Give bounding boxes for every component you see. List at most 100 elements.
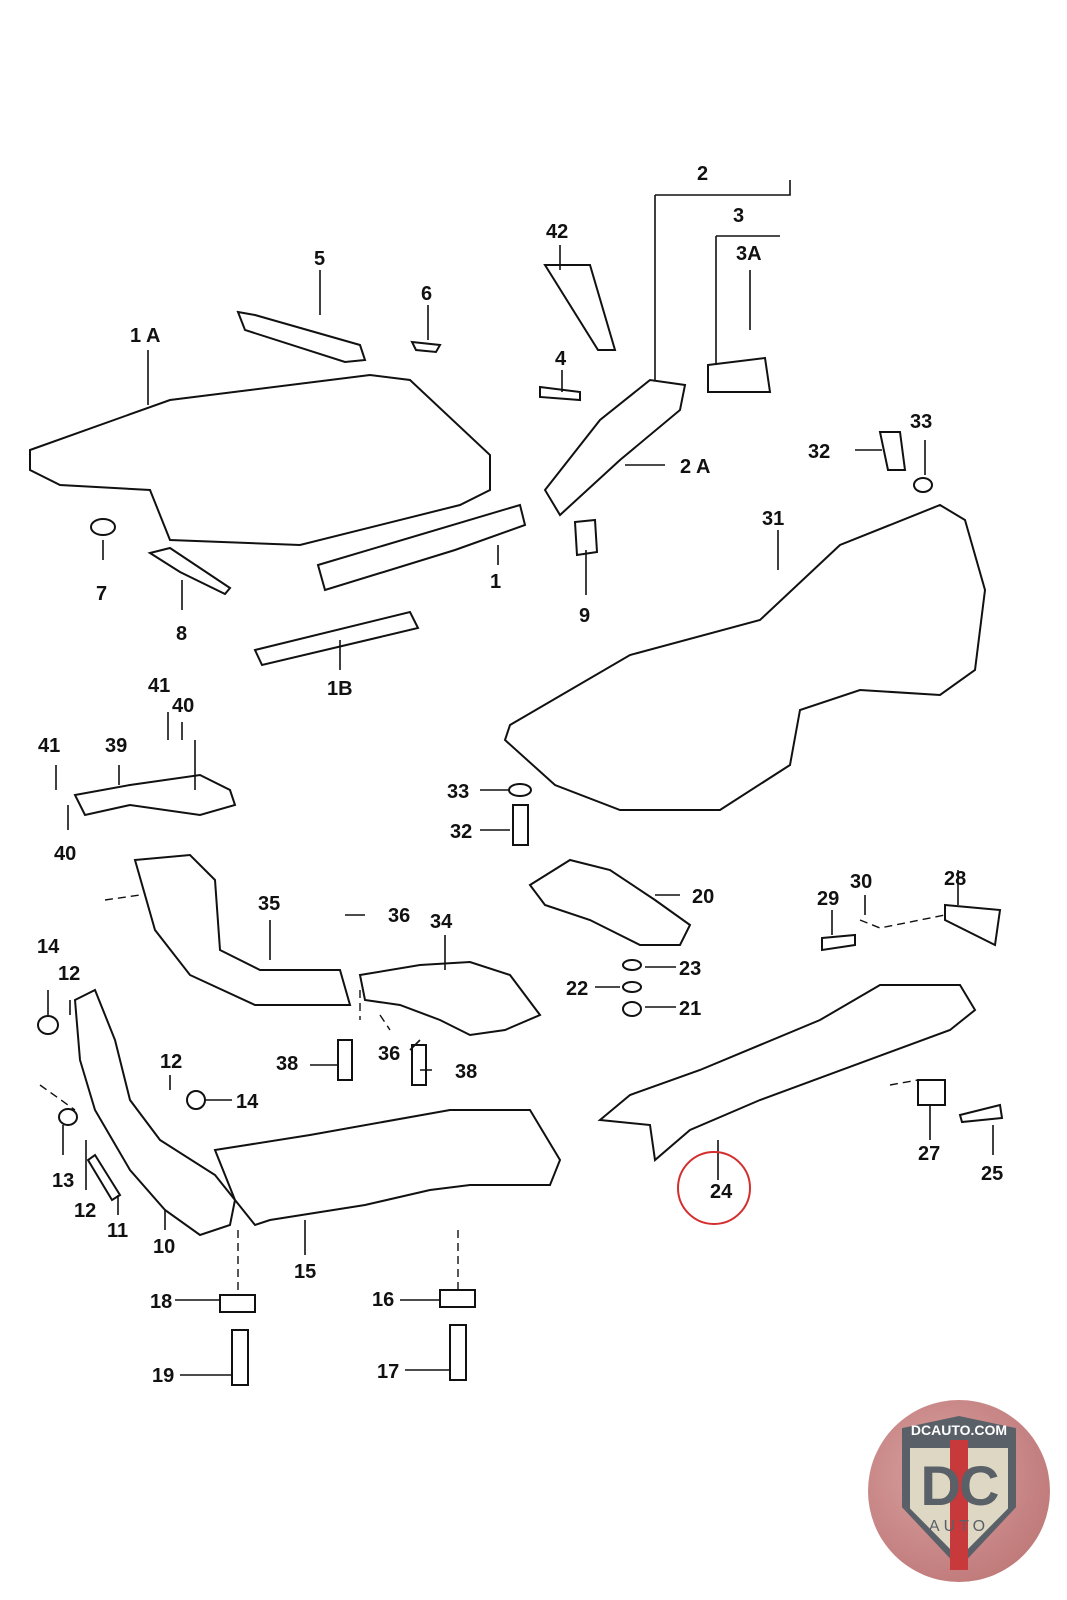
plug-part-7 [90, 518, 116, 536]
callout-2A: 2 A [680, 456, 710, 478]
callout-42: 42 [546, 221, 568, 243]
bracket-part-42 [543, 264, 617, 351]
strap-part-39 [73, 773, 237, 817]
screw-part-38b [411, 1044, 427, 1086]
washer-part-22 [622, 981, 642, 993]
callout-20: 20 [692, 886, 714, 908]
callout-34: 34 [430, 911, 453, 933]
screw-part-19 [231, 1329, 249, 1386]
callout-33b: 33 [447, 781, 469, 803]
bolt-part-29 [821, 933, 856, 952]
nut-part-14a [37, 1015, 59, 1035]
callout-40a: 40 [172, 695, 194, 717]
sill-part-1 [316, 503, 527, 592]
leader-lines [39, 180, 994, 1376]
nut-part-21 [622, 1001, 642, 1017]
callout-32a: 32 [808, 441, 830, 463]
callout-labels: 1 A 1 1B 2 2 A 3 3A 4 5 6 7 8 9 10 11 12… [37, 163, 1003, 1387]
washer-part-33a [913, 477, 933, 493]
callout-12b: 12 [160, 1051, 182, 1073]
callout-9: 9 [579, 605, 590, 627]
callout-8: 8 [176, 623, 187, 645]
callout-7: 7 [96, 583, 107, 605]
nut-part-14b [186, 1090, 206, 1110]
callout-38b: 38 [455, 1061, 477, 1083]
callout-22: 22 [566, 978, 588, 1000]
callout-31: 31 [762, 508, 784, 530]
callout-12c: 12 [74, 1200, 96, 1222]
callout-14b: 14 [236, 1091, 259, 1113]
callout-1: 1 [490, 571, 501, 593]
guard-part-20 [528, 858, 692, 946]
callout-4: 4 [555, 348, 567, 370]
bolt-part-32b [512, 804, 529, 846]
callout-11: 11 [107, 1220, 128, 1242]
callout-14a: 14 [37, 936, 60, 958]
member-part-2 [543, 378, 687, 517]
callout-21: 21 [679, 998, 701, 1020]
washer-part-33b [508, 783, 532, 797]
bolt-part-32a [878, 431, 907, 471]
clip-part-16 [439, 1289, 476, 1308]
logo-site-text: DCAUTO.COM [910, 1422, 1008, 1438]
callout-5: 5 [314, 248, 325, 270]
callout-1B: 1B [327, 678, 353, 700]
clip-part-9 [573, 518, 599, 557]
screw-part-38a [337, 1039, 353, 1081]
callout-17: 17 [377, 1361, 399, 1383]
callout-41b: 41 [38, 735, 60, 757]
callout-23: 23 [679, 958, 701, 980]
callout-38a: 38 [276, 1053, 298, 1075]
floor-pan-part [29, 373, 491, 547]
callout-12a: 12 [58, 963, 80, 985]
callout-1A: 1 A [130, 325, 160, 347]
rail-part-5 [236, 310, 367, 364]
duct-part-34 [358, 960, 542, 1037]
callout-3: 3 [733, 205, 744, 227]
callout-40b: 40 [54, 843, 76, 865]
logo-sub: AUTO [928, 1518, 990, 1535]
logo-stripe [950, 1440, 968, 1570]
bracket-part-3 [707, 356, 772, 393]
highlight-circle [677, 1151, 751, 1225]
callout-33a: 33 [910, 411, 932, 433]
washer-part-13 [58, 1108, 78, 1126]
callout-3A: 3A [736, 243, 762, 265]
dcauto-logo: DCAUTO.COM DC AUTO [868, 1400, 1050, 1582]
tunnel-cover-part-31 [503, 503, 987, 811]
callout-18: 18 [150, 1291, 172, 1313]
clip-part-18 [219, 1294, 256, 1313]
callout-19: 19 [152, 1365, 174, 1387]
clip-part-6 [410, 340, 442, 354]
callout-32b: 32 [450, 821, 472, 843]
bracket-part-8 [147, 546, 232, 596]
duct-part-35 [133, 853, 352, 1006]
sill-part-1B [253, 610, 420, 667]
callout-41a: 41 [148, 675, 170, 697]
callout-16: 16 [372, 1289, 394, 1311]
bracket-part-28 [944, 903, 1002, 947]
callout-2: 2 [697, 163, 708, 185]
screw-part-25 [958, 1103, 1004, 1124]
callout-29: 29 [817, 888, 839, 910]
callout-36b: 36 [378, 1043, 400, 1065]
callout-36a: 36 [388, 905, 410, 927]
callout-27: 27 [918, 1143, 940, 1165]
callout-6: 6 [421, 283, 432, 305]
bolt-part-4 [539, 385, 581, 402]
pan-part-24 [597, 984, 977, 1162]
callout-39: 39 [105, 735, 127, 757]
callout-24: 24 [710, 1181, 733, 1203]
bolt-part-11 [86, 1153, 122, 1202]
callout-28: 28 [944, 868, 966, 890]
callout-15: 15 [294, 1261, 316, 1283]
callout-30: 30 [850, 871, 872, 893]
clip-part-27 [917, 1079, 946, 1106]
callout-10: 10 [153, 1236, 175, 1258]
pan-part-15 [213, 1109, 562, 1227]
callout-25: 25 [981, 1163, 1003, 1185]
washer-part-23 [622, 959, 642, 971]
bracket-part-10 [73, 988, 237, 1237]
callout-35: 35 [258, 893, 280, 915]
